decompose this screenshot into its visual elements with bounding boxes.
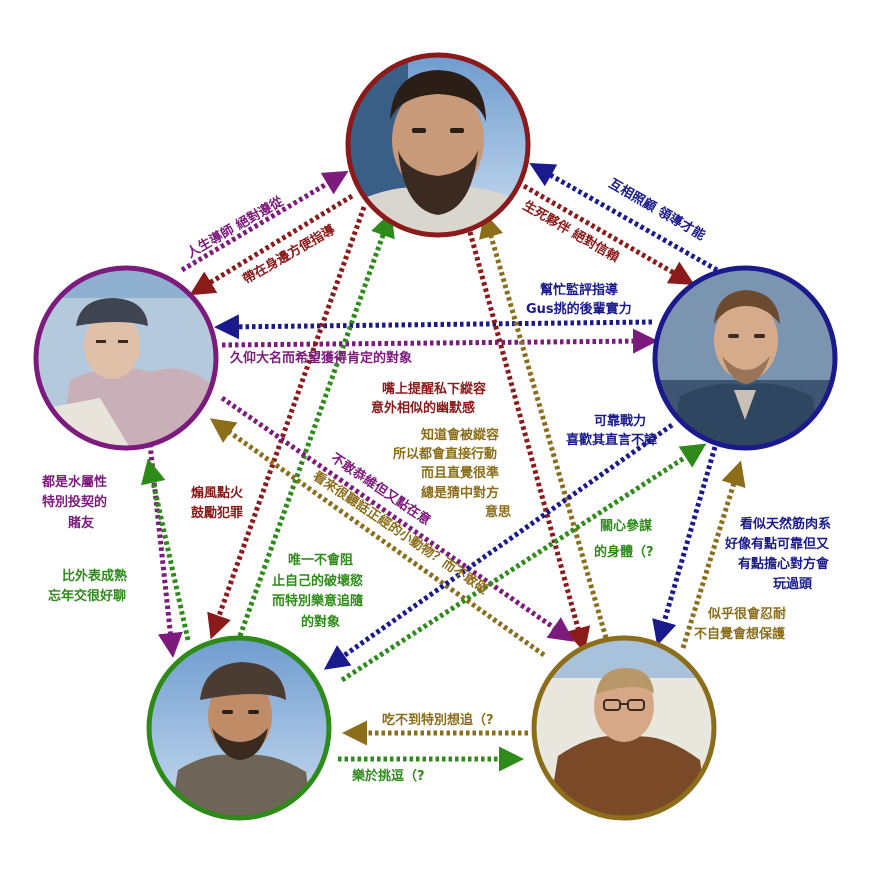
edge-top-to-right [522, 183, 695, 286]
label-right-to-bottom-right-1: 看似天然筋肉系 [740, 516, 831, 532]
label-top-to-bottom-right-1: 嘴上提醒私下縱容 [382, 381, 486, 397]
edge-bottom-right-to-right [680, 460, 746, 649]
label-right-to-bottom-right-4: 玩過頭 [773, 576, 813, 592]
edge-left-to-right [221, 328, 658, 354]
edge-bottom-right-to-top [479, 212, 609, 639]
label-bottom-right-to-top-1: 知道會被縱容 [421, 427, 499, 443]
label-bottom-left-to-bottom-right-0b: 忘年交很好聊 [48, 588, 126, 604]
edge-top-to-bottom-left [207, 206, 367, 640]
label-left-to-bottom-left-3: 賭友 [68, 515, 94, 531]
edge-right-to-bottom-right [652, 446, 718, 646]
label-bottom-left-to-bottom-right-0a: 比外表成熟 [62, 568, 127, 584]
label-top-to-bottom-left-2: 鼓勵犯罪 [191, 505, 243, 521]
man-with-glasses-portrait [534, 638, 714, 818]
node-left [33, 265, 219, 451]
label-bottom-right-to-top-2: 所以都會直接行動 [393, 446, 497, 462]
label-right-to-bottom-right-3: 有點擔心對方會 [738, 556, 830, 572]
label-right-to-bottom-right-2: 好像有點可靠但又 [724, 536, 830, 552]
edge-right-to-left [214, 314, 653, 340]
label-top-to-bottom-right-2: 意外相似的幽默感 [371, 400, 475, 416]
edge-left-to-bottom-left [147, 443, 183, 658]
node-bottom-right [531, 635, 717, 821]
label-bottom-left-to-right-1: 可靠戰力 [594, 413, 646, 429]
man-in-flat-cap-portrait [149, 638, 329, 818]
label-left-to-top: 人生導師 絕對遵從 [184, 193, 286, 261]
label-bottom-left-to-top-3: 而特別樂意追隨 [272, 593, 363, 609]
label-bottom-right-to-right-1: 似乎很會忍耐 [707, 606, 786, 622]
node-top [345, 52, 531, 238]
edge-bottom-left-to-left [141, 458, 191, 641]
edge-bottom-left-to-right [340, 443, 707, 683]
label-left-to-right: 久仰大名而希望獲得肯定的對象 [230, 350, 412, 366]
label-right-to-left-1: 幫忙監評指導 [540, 282, 618, 298]
label-bottom-right-to-top-4: 總是猜中對方 [421, 485, 499, 501]
edge-bottom-right-to-left [209, 418, 546, 658]
edge-bottom-left-to-top [237, 211, 395, 637]
label-bottom-right-to-bottom-left-2: 的身體（? [594, 544, 654, 560]
edge-right-to-top [529, 163, 719, 273]
label-bottom-right-to-top-5: 意思 [485, 504, 511, 520]
edge-left-to-bottom-right [220, 395, 575, 642]
node-right [652, 265, 838, 451]
edge-right-to-bottom-left [323, 422, 674, 670]
edge-top-to-left [189, 193, 354, 296]
label-right-to-top: 互相照顧 領導才能 [606, 176, 708, 244]
label-bottom-left-to-top-1: 唯一不會阻 [288, 552, 353, 568]
label-bottom-left-to-top-2: 止自己的破壞慾 [272, 573, 363, 589]
label-left-to-bottom-left-2: 特別投契的 [42, 494, 107, 510]
label-bottom-left-to-bottom-right-1: 樂於挑逗（? [352, 768, 425, 784]
label-bottom-left-to-top-4: 的對象 [301, 614, 340, 630]
label-bottom-right-to-top-3: 而且直覺很準 [421, 465, 499, 481]
label-left-to-bottom-left-1: 都是水屬性 [41, 474, 107, 490]
label-right-to-left-2: Gus挑的後輩實力 [526, 301, 632, 317]
label-bottom-right-to-bottom-left-3: 吃不到特別想追（? [382, 712, 494, 728]
label-bottom-right-to-right-2: 不自覺會想保護 [694, 626, 786, 642]
label-bottom-left-to-right-2: 喜歡其直言不諱 [566, 432, 657, 448]
label-top-to-bottom-left-1: 煽風點火 [191, 485, 244, 501]
node-bottom-left [146, 635, 332, 821]
young-man-in-cap-portrait [36, 268, 216, 448]
edge-left-to-top [180, 170, 349, 273]
label-bottom-right-to-bottom-left-1: 關心參謀 [600, 518, 653, 534]
